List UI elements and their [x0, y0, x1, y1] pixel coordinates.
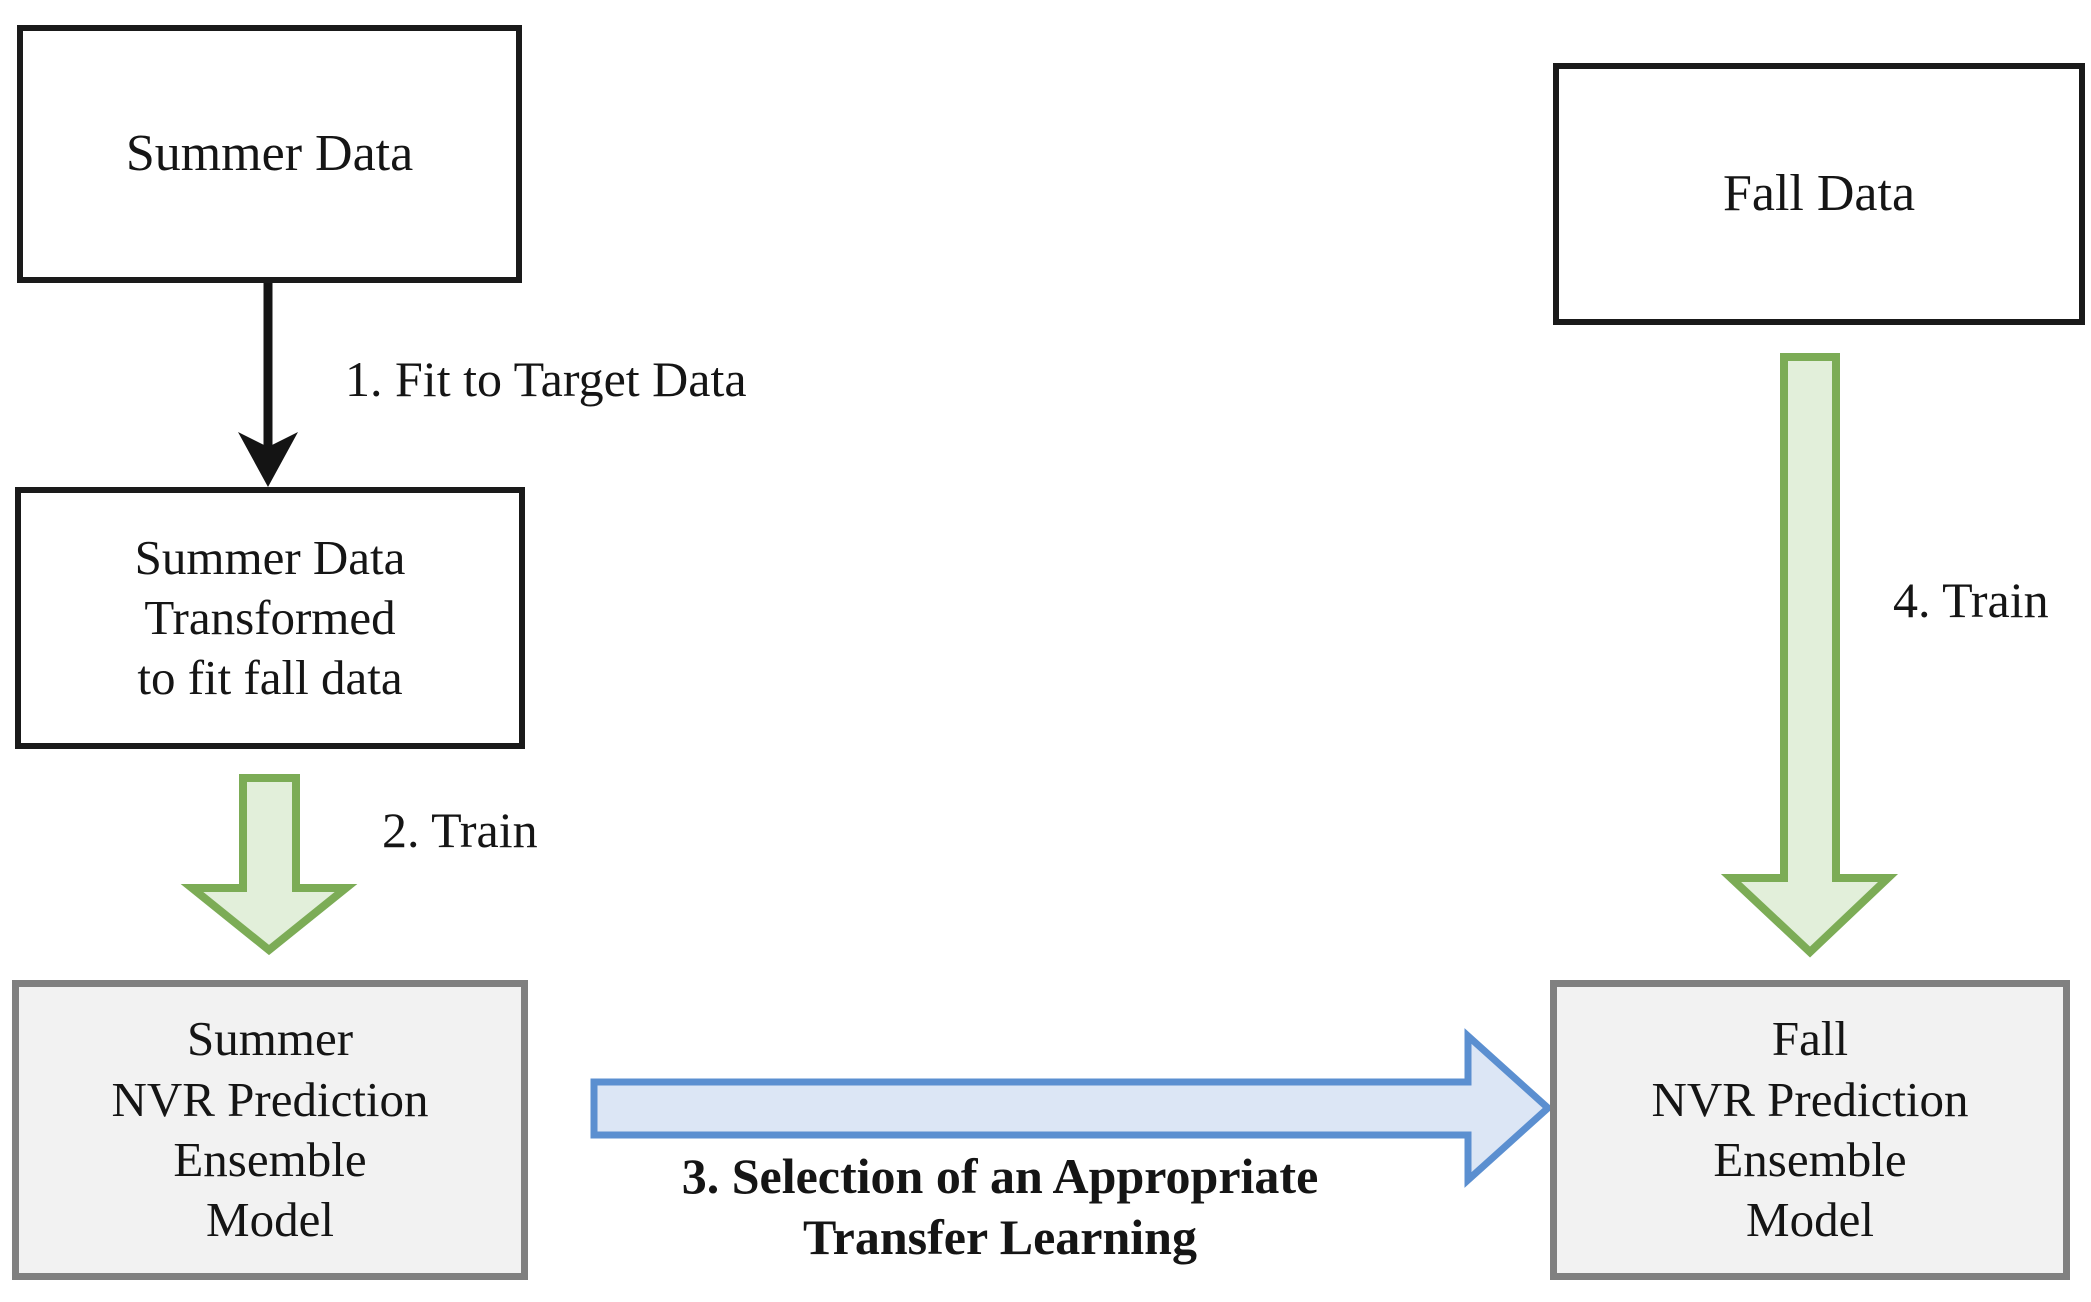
edge-label-step-1: 1. Fit to Target Data: [345, 351, 747, 407]
node-summer-data[interactable]: Summer Data: [17, 25, 522, 283]
node-summer-model-label: Summer NVR Prediction Ensemble Model: [111, 1011, 429, 1248]
node-summer-data-label: Summer Data: [125, 125, 414, 183]
edge-label-step-3: 3. Selection of an Appropriate Transfer …: [681, 1148, 1319, 1265]
node-fall-nvr-prediction-ensemble-model[interactable]: Fall NVR Prediction Ensemble Model: [1550, 980, 2070, 1280]
arrow-step-1-fit-to-target-data: [238, 283, 298, 487]
node-fall-data-label: Fall Data: [1722, 165, 1916, 223]
node-summer-data-transformed[interactable]: Summer Data Transformed to fit fall data: [15, 487, 525, 749]
edge-label-step-4: 4. Train: [1893, 572, 2049, 628]
edge-label-step-2: 2. Train: [382, 802, 538, 858]
node-summer-nvr-prediction-ensemble-model[interactable]: Summer NVR Prediction Ensemble Model: [12, 980, 528, 1280]
node-fall-data[interactable]: Fall Data: [1553, 63, 2085, 325]
node-summer-data-transformed-label: Summer Data Transformed to fit fall data: [134, 529, 406, 706]
arrow-step-4-train: [1720, 353, 1899, 958]
node-fall-model-label: Fall NVR Prediction Ensemble Model: [1651, 1011, 1969, 1248]
arrow-step-2-train: [180, 774, 358, 956]
